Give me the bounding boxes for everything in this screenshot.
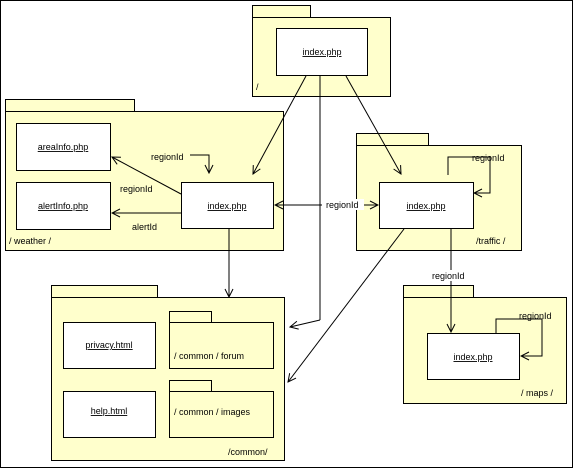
file-area-info-label: areaInfo.php — [38, 142, 89, 152]
edge-maps-self-loop-label: regionId — [519, 311, 552, 321]
file-maps-index: index.php — [427, 333, 520, 380]
edge-weather-traffic-label: regionId — [326, 200, 359, 210]
file-alert-info-label: alertInfo.php — [38, 201, 88, 211]
package-maps-label: / maps / — [521, 388, 554, 398]
package-forum-label: / common / forum — [174, 351, 244, 361]
edge-weather-to-areainfo — [112, 157, 182, 195]
package-images: / common / images — [169, 380, 274, 438]
package-weather-label: / weather / — [9, 236, 52, 246]
package-common-label: /common/ — [228, 447, 268, 457]
file-alert-info: alertInfo.php — [16, 182, 111, 230]
package-forum: / common / forum — [169, 311, 274, 369]
file-privacy-label: privacy.html — [85, 340, 132, 350]
package-root-label: / — [256, 82, 259, 92]
package-traffic-label: /traffic / — [476, 236, 506, 246]
edge-maps-self-loop — [495, 318, 543, 356]
edge-root-to-weather-index — [253, 75, 307, 174]
file-weather-index: index.php — [181, 182, 274, 229]
edge-weather-to-areainfo-label: regionId — [120, 184, 153, 194]
edge-weather-to-alertinfo-label: alertId — [132, 222, 157, 232]
edge-weather-self-loop-label: regionId — [151, 152, 184, 162]
file-maps-index-label: index.php — [453, 352, 492, 362]
edge-root-to-traffic-index — [345, 75, 401, 174]
file-privacy: privacy.html — [63, 322, 156, 369]
edge-traffic-self-loop-label: regionId — [472, 153, 505, 163]
file-help: help.html — [63, 391, 156, 438]
file-root-index-label: index.php — [302, 47, 341, 57]
edge-traffic-to-maps-label: regionId — [432, 271, 465, 281]
edge-traffic-to-maps-label-bg — [430, 270, 472, 281]
file-help-label: help.html — [91, 406, 128, 416]
file-traffic-index-label: index.php — [406, 201, 445, 211]
file-traffic-index: index.php — [379, 182, 474, 229]
package-images-label: / common / images — [174, 407, 251, 417]
file-weather-index-label: index.php — [207, 201, 246, 211]
edge-root-to-common — [290, 319, 321, 327]
file-area-info: areaInfo.php — [16, 123, 111, 171]
file-root-index: index.php — [276, 28, 368, 76]
edge-traffic-to-common — [288, 228, 405, 382]
edge-weather-traffic-label-bg — [322, 199, 364, 210]
edge-traffic-self-loop — [447, 156, 491, 193]
edge-weather-self-loop — [190, 154, 209, 173]
